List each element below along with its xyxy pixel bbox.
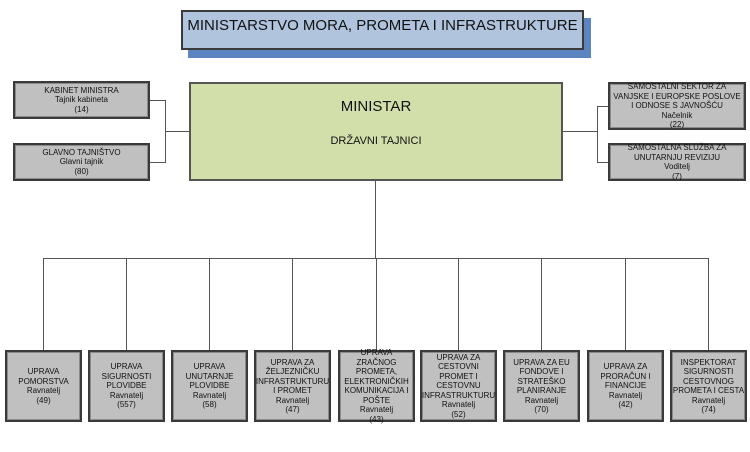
directorate-count: (557) xyxy=(117,400,136,410)
connector xyxy=(458,258,459,350)
unit-glavno-tajnistvo: GLAVNO TAJNIŠTVO Glavni tajnik (80) xyxy=(13,143,150,181)
directorate-box: UPRAVA ZA EU FONDOVE I STRATEŠKO PLANIRA… xyxy=(503,350,580,422)
unit-name: SAMOSTALNI SEKTOR ZA VANJSKE I EUROPSKE … xyxy=(613,82,741,111)
unit-head: Tajnik kabineta xyxy=(55,95,108,105)
directorate-head: Ravnatelj xyxy=(109,390,144,400)
directorate-count: (58) xyxy=(202,400,217,410)
directorate-count: (47) xyxy=(285,405,300,414)
connector xyxy=(150,100,166,101)
unit-name: GLAVNO TAJNIŠTVO xyxy=(42,147,121,157)
unit-head: Načelnik xyxy=(661,110,693,120)
minister-box: MINISTAR DRŽAVNI TAJNICI xyxy=(189,82,563,181)
unit-samostalna-sluzba: SAMOSTALNA SLUŽBA ZA UNUTARNJU REVIZIJU … xyxy=(608,143,746,181)
directorate-name: UPRAVA UNUTARNJE PLOVIDBE xyxy=(185,362,234,391)
directorate-head: Ravnatelj xyxy=(275,395,310,405)
directorate-count: (42) xyxy=(618,400,633,410)
directorate-name: UPRAVA SIGURNOSTI PLOVIDBE xyxy=(101,362,152,391)
unit-count: (80) xyxy=(74,166,89,176)
unit-head: Voditelj xyxy=(664,162,690,171)
unit-samostalni-sektor: SAMOSTALNI SEKTOR ZA VANJSKE I EUROPSKE … xyxy=(608,82,746,130)
directorate-count: (70) xyxy=(534,405,549,414)
connector xyxy=(292,258,293,350)
directorate-name: UPRAVA ZA EU FONDOVE I STRATEŠKO PLANIRA… xyxy=(513,357,570,396)
directorate-head: Ravnatelj xyxy=(192,390,227,400)
directorate-name: UPRAVA ZA CESTOVNI PROMET I CESTOVNU INF… xyxy=(421,352,496,400)
connector xyxy=(126,258,127,350)
connector xyxy=(375,181,376,259)
connector xyxy=(376,258,377,350)
connector xyxy=(597,162,608,163)
directorate-box: UPRAVA ZRAČNOG PROMETA, ELEKTRONIČKIH KO… xyxy=(338,348,415,424)
directorate-count: (43) xyxy=(369,414,384,424)
directorate-box: UPRAVA ZA ŽELJEZNIČKU INFRASTRUKTURU I P… xyxy=(254,350,331,422)
directorate-box: UPRAVA ZA CESTOVNI PROMET I CESTOVNU INF… xyxy=(420,350,497,422)
connector xyxy=(708,258,709,350)
directorate-count: (52) xyxy=(451,409,466,419)
unit-count: (7) xyxy=(672,171,682,181)
directorate-head: Ravnatelj xyxy=(691,395,726,405)
connector xyxy=(43,258,44,350)
directorate-count: (74) xyxy=(701,405,716,414)
connector xyxy=(150,162,166,163)
connector xyxy=(541,258,542,350)
directorate-name: INSPEKTORAT SIGURNOSTI CESTOVNOG PROMETA… xyxy=(672,357,745,396)
connector xyxy=(209,258,210,350)
directorate-name: UPRAVA ZA PRORAČUN I FINANCIJE xyxy=(600,362,651,391)
directorate-head: Ravnatelj xyxy=(608,390,643,400)
directorate-name: UPRAVA ZA ŽELJEZNIČKU INFRASTRUKTURU I P… xyxy=(255,357,330,396)
directorate-box: INSPEKTORAT SIGURNOSTI CESTOVNOG PROMETA… xyxy=(670,350,747,422)
unit-kabinet-ministra: KABINET MINISTRA Tajnik kabineta (14) xyxy=(13,81,150,119)
directorate-head: Ravnatelj xyxy=(524,395,559,405)
minister-label: MINISTAR xyxy=(340,98,412,115)
directorate-name: UPRAVA ZRAČNOG PROMETA, ELEKTRONIČKIH KO… xyxy=(344,348,409,405)
directorate-count: (49) xyxy=(36,395,51,405)
directorate-name: UPRAVA POMORSTVA xyxy=(18,367,69,386)
directorate-head: Ravnatelj xyxy=(26,386,61,395)
connector xyxy=(563,131,597,132)
connector xyxy=(165,131,189,132)
connector xyxy=(597,106,598,163)
unit-head: Glavni tajnik xyxy=(59,157,104,167)
connector xyxy=(625,258,626,350)
connector xyxy=(597,106,608,107)
unit-count: (14) xyxy=(74,104,89,114)
connector xyxy=(43,258,708,259)
unit-name: KABINET MINISTRA xyxy=(44,85,119,95)
directorate-head: Ravnatelj xyxy=(441,400,476,410)
unit-count: (22) xyxy=(669,120,685,130)
unit-name: SAMOSTALNA SLUŽBA ZA UNUTARNJU REVIZIJU xyxy=(627,143,727,162)
directorate-head: Ravnatelj xyxy=(359,405,394,414)
ministry-title: MINISTARSTVO MORA, PROMETA I INFRASTRUKT… xyxy=(181,10,584,50)
state-secretaries-label: DRŽAVNI TAJNICI xyxy=(330,135,422,147)
